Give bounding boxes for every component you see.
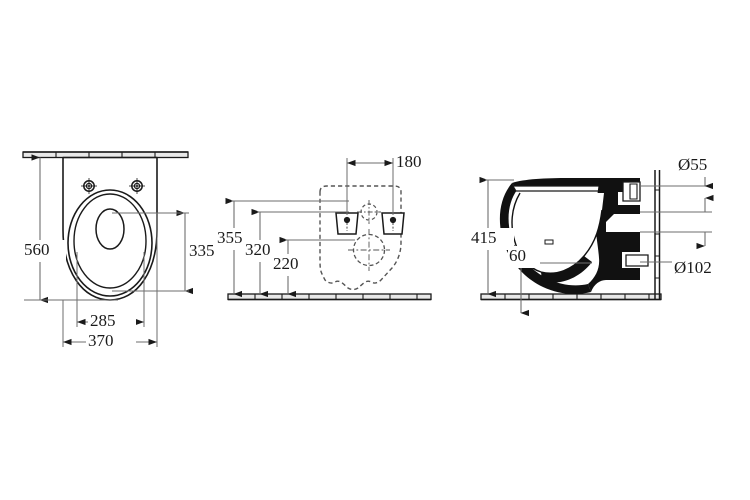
view-side: 415 60 Ø55 Ø102 [470,155,746,317]
dimension-220: 220 [272,236,355,298]
dimension-320-label: 320 [245,240,271,259]
plan-hinge-bolt-left [81,178,97,194]
plan-bowl-inner [73,193,147,289]
dimension-diameter-55-label: Ø55 [678,155,707,174]
front-floor-hatch [227,293,432,301]
front-bracket-plate-right [381,212,405,235]
plan-wall-hatch [22,151,189,159]
front-pan-outline-dashed [319,185,402,291]
dimension-285: 285 [76,252,145,333]
dimension-60-label: 60 [509,246,526,265]
dimension-220-label: 220 [273,254,299,273]
plan-hinge-bolt-right [129,178,145,194]
dimension-335-label: 335 [189,241,215,260]
dimension-415: 415 [470,176,514,298]
plan-bowl-rim [67,189,153,297]
dimension-285-label: 285 [90,311,116,330]
front-bracket-plate-left [335,212,359,235]
dimension-370: 370 [62,213,158,353]
dimension-diameter-102-label: Ø102 [674,258,712,277]
dimension-180-label: 180 [396,152,422,171]
dimension-560: 560 [22,154,118,304]
front-water-inlet-circle [357,200,381,224]
view-plan: 560 335 285 370 [22,151,232,353]
dimension-415-label: 415 [471,228,497,247]
dimension-60: 60 [508,246,592,317]
dimension-diameter-55: Ø55 [676,155,740,177]
plan-water-surface [95,208,125,250]
dimension-diameter-102: Ø102 [672,258,746,280]
view-front: 180 355 320 220 [216,152,432,301]
side-floor-hatch [480,293,662,301]
dimension-180: 180 [346,152,422,215]
front-waste-outlet-circle [348,229,390,271]
dimension-355-label: 355 [217,228,243,247]
dimension-560-label: 560 [24,240,50,259]
dimension-370-label: 370 [88,331,114,350]
